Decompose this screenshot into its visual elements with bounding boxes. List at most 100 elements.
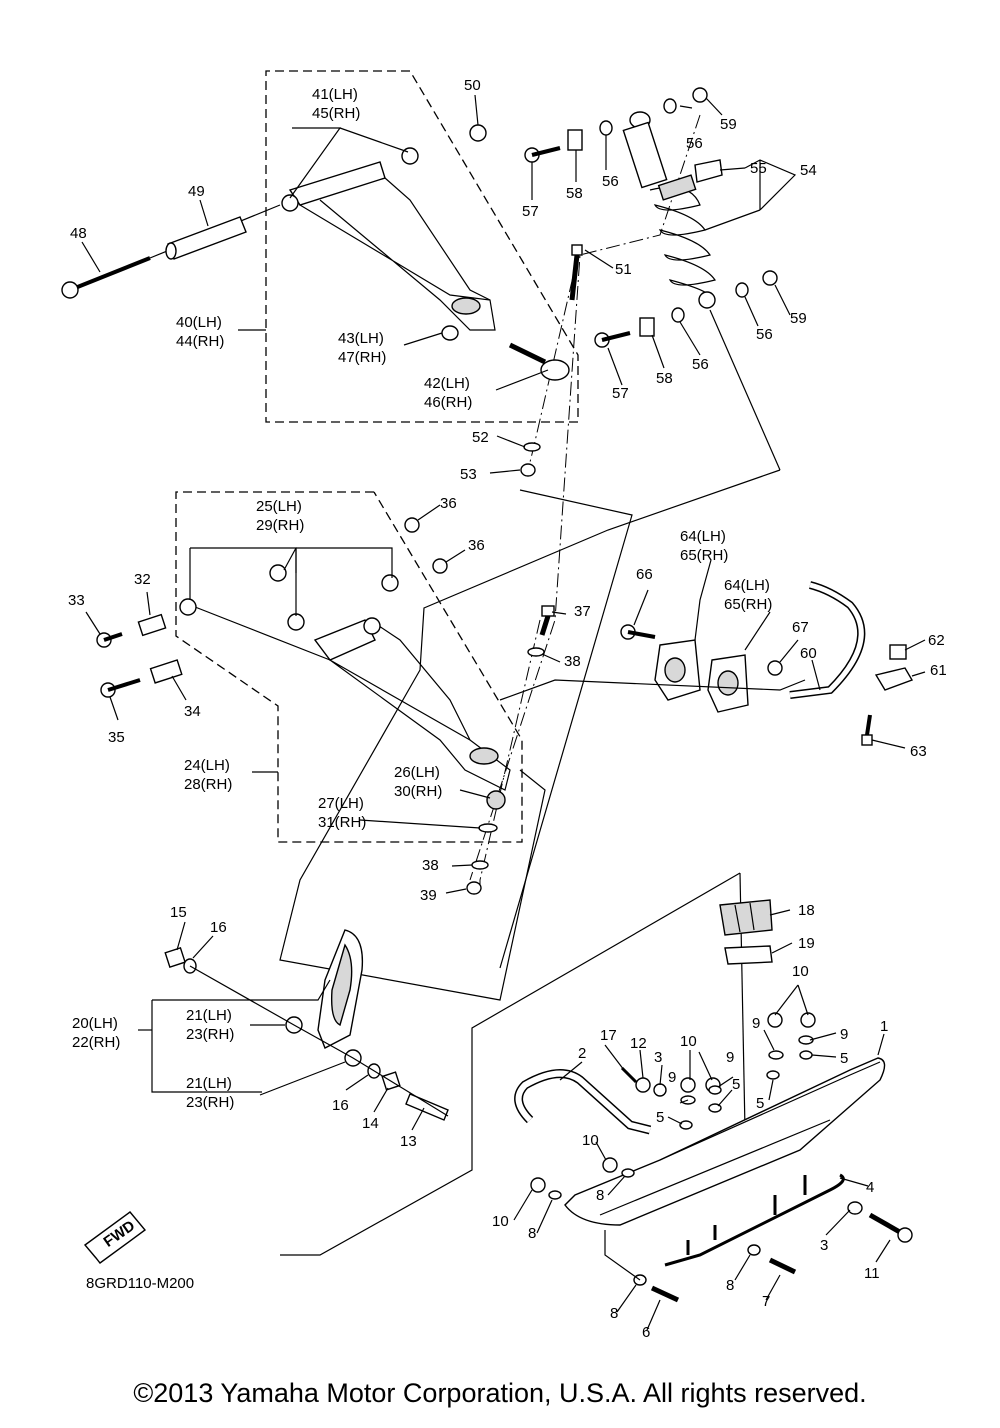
ball-joint-26-30 (486, 790, 506, 810)
label-35: 35 (108, 729, 125, 746)
washer-38-a (527, 647, 545, 657)
collar-tube-49 (165, 216, 247, 260)
label-33: 33 (68, 592, 85, 609)
label-56-a: 56 (686, 135, 703, 152)
shock-hardware-bottom (594, 270, 778, 348)
plate-19 (724, 945, 773, 965)
label-38-b: 38 (422, 857, 439, 874)
bracket-61 (874, 667, 914, 691)
bracket-64-65-a (654, 639, 701, 701)
bolt-33 (96, 632, 123, 648)
label-21-b: 21(LH) (186, 1075, 232, 1092)
label-55: 55 (750, 160, 767, 177)
lower-arm-group-box (175, 491, 523, 843)
stabilizer-bar-60-inner (789, 582, 864, 698)
diagram-code: 8GRD110-M200 (86, 1275, 194, 1292)
label-23-a: 23(RH) (186, 1026, 234, 1043)
label-19: 19 (798, 935, 815, 952)
label-9-a: 9 (752, 1015, 760, 1032)
shock-to-spindle-line (709, 309, 781, 471)
label-10-c: 10 (582, 1132, 599, 1149)
copyright-notice: ©2013 Yamaha Motor Corporation, U.S.A. A… (133, 1378, 867, 1408)
label-10-b: 10 (680, 1033, 697, 1050)
label-27: 27(LH) (318, 795, 364, 812)
label-59-b: 59 (790, 310, 807, 327)
label-53: 53 (460, 466, 477, 483)
wear-bar-4 (664, 1173, 845, 1267)
label-1: 1 (880, 1018, 888, 1035)
label-58-a: 58 (566, 185, 583, 202)
label-37: 37 (574, 603, 591, 620)
label-5-b: 5 (756, 1095, 764, 1112)
label-8-c: 8 (726, 1277, 734, 1294)
label-8-a: 8 (596, 1187, 604, 1204)
ball-joint-42-46 (508, 342, 570, 381)
label-7: 7 (762, 1293, 770, 1310)
ski-1 (564, 1057, 886, 1226)
leader-lines (81, 94, 926, 1331)
upper-arm-group-box (265, 70, 579, 423)
washer-38-b (471, 860, 489, 870)
label-14: 14 (362, 1115, 379, 1132)
bracket-64-65-b (707, 654, 749, 713)
label-61: 61 (930, 662, 947, 679)
label-12: 12 (630, 1035, 647, 1052)
label-13: 13 (400, 1133, 417, 1150)
label-5-c: 5 (732, 1076, 740, 1093)
stopper-18 (719, 899, 773, 936)
label-66: 66 (636, 566, 653, 583)
label-9-b: 9 (840, 1026, 848, 1043)
nut-36-b (432, 558, 448, 574)
label-9-c: 9 (726, 1049, 734, 1066)
label-42: 42(LH) (424, 375, 470, 392)
label-29: 29(RH) (256, 517, 304, 534)
label-50: 50 (464, 77, 481, 94)
bolt-51 (569, 244, 583, 301)
label-40: 40(LH) (176, 314, 222, 331)
label-60: 60 (800, 645, 817, 662)
shock-absorber-54 (622, 111, 716, 309)
label-65-b: 65(RH) (724, 596, 772, 613)
label-21-a: 21(LH) (186, 1007, 232, 1024)
label-46: 46(RH) (424, 394, 472, 411)
label-58-b: 58 (656, 370, 673, 387)
lower-a-arm-24-28 (179, 598, 511, 791)
label-31: 31(RH) (318, 814, 366, 831)
label-44: 44(RH) (176, 333, 224, 350)
label-16-b: 16 (332, 1097, 349, 1114)
label-16-a: 16 (210, 919, 227, 936)
label-2: 2 (578, 1045, 586, 1062)
label-26: 26(LH) (394, 764, 440, 781)
leader-line-stab (499, 679, 806, 701)
label-49: 49 (188, 183, 205, 200)
label-56-b: 56 (602, 173, 619, 190)
bushing-25-29-a (269, 564, 287, 582)
spindle-20-22 (317, 929, 364, 1049)
label-17: 17 (600, 1027, 617, 1044)
bolt-13 (405, 1093, 449, 1121)
bushing-25-29-c (381, 574, 399, 592)
label-10-a: 10 (792, 963, 809, 980)
nut-43-47 (441, 325, 459, 341)
label-39: 39 (420, 887, 437, 904)
label-3-b: 3 (820, 1237, 828, 1254)
label-9-d: 9 (668, 1069, 676, 1086)
label-56-c: 56 (756, 326, 773, 343)
label-25: 25(LH) (256, 498, 302, 515)
label-34: 34 (184, 703, 201, 720)
label-4: 4 (866, 1179, 874, 1196)
part-labels: 41(LH) 45(RH) 50 49 48 40(LH) 44(RH) 43(… (68, 77, 947, 1341)
bolt-63 (861, 714, 873, 746)
label-18: 18 (798, 902, 815, 919)
nut-53 (520, 463, 536, 477)
label-52: 52 (472, 429, 489, 446)
collar-15 (164, 946, 186, 968)
label-23-b: 23(RH) (186, 1094, 234, 1111)
label-11: 11 (864, 1265, 880, 1282)
washer-27-31 (478, 823, 498, 833)
label-3-a: 3 (654, 1049, 662, 1066)
label-41: 41(LH) (312, 86, 358, 103)
bolt-35 (100, 678, 141, 698)
bolt-66 (620, 624, 656, 640)
